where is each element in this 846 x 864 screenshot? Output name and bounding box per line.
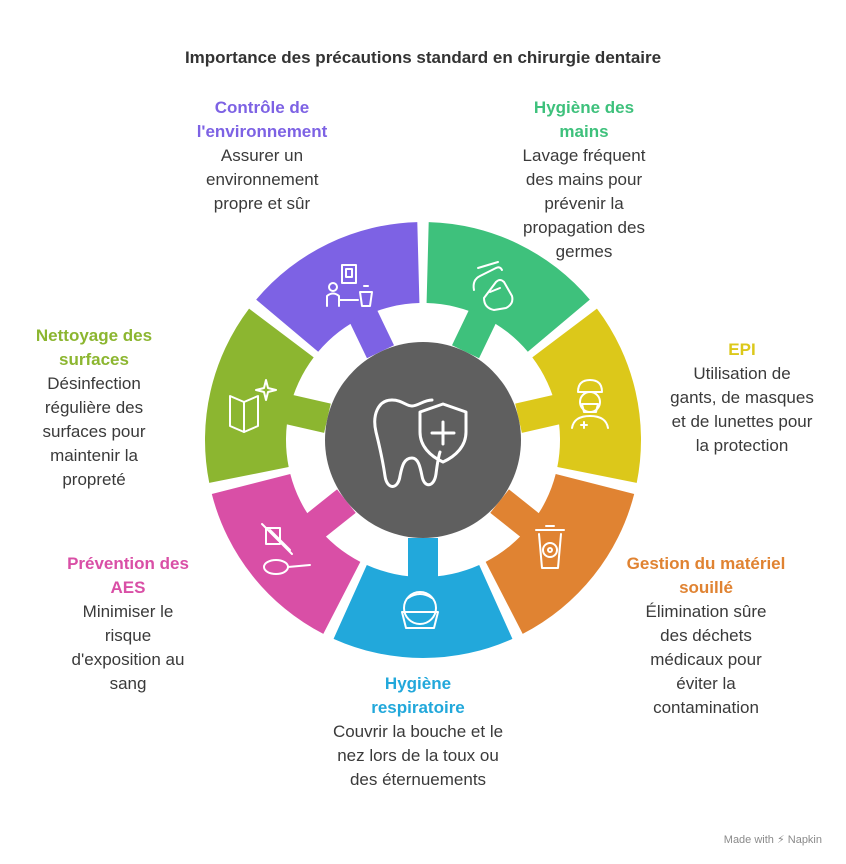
label-heading: Prévention des AES [67,554,189,597]
segment-epi [532,308,641,483]
label-heading: Contrôle de l'environnement [196,98,328,141]
face-mask-icon [401,591,439,629]
label-description: Lavage fréquent des mains pour prévenir … [522,146,646,261]
connector-nettoyage-surfaces [284,394,331,433]
label-epi: EPI Utilisation de gants, de masques et d… [642,338,842,458]
label-description: Assurer un environnement propre et sûr [206,146,319,213]
biohazard-bin-icon [535,525,565,569]
segment-hygiene-mains [426,222,590,352]
room-environment-icon [326,264,373,307]
washing-hands-icon [472,261,514,311]
connector-epi [515,394,562,433]
masked-nurse-icon [571,379,609,429]
segment-prevention-aes [211,473,361,634]
label-description: Utilisation de gants, de masques et de l… [670,364,814,455]
label-description: Minimiser le risque d'exposition au sang [71,602,185,693]
label-heading: Gestion du matériel souillé [626,554,786,597]
connector-gestion-materiel [490,489,542,539]
center-circle [325,342,521,538]
connector-prevention-aes [304,489,356,539]
label-prevention-aes: Prévention des AES Minimiser le risque d'… [28,552,228,696]
label-description: Élimination sûre des déchets médicaux po… [645,602,767,717]
connector-controle-environnement [349,308,394,359]
label-description: Couvrir la bouche et le nez lors de la t… [332,722,504,789]
tooth-shield-icon [373,398,468,488]
label-heading: Nettoyage des surfaces [35,326,153,369]
clean-map-sparkle-icon [229,379,277,433]
label-heading: EPI [728,340,756,359]
napkin-watermark: Made with ⚡ Napkin [723,834,822,846]
label-description: Désinfection régulière des surfaces pour… [42,374,146,489]
connector-hygiene-mains [452,308,497,359]
diagram-title: Importance des précautions standard en c… [184,48,662,67]
label-heading: Hygiène des mains [533,98,635,141]
segment-nettoyage-surfaces [204,308,314,483]
blood-spoon-icon [261,523,311,575]
label-heading: Hygiène respiratoire [371,674,465,717]
